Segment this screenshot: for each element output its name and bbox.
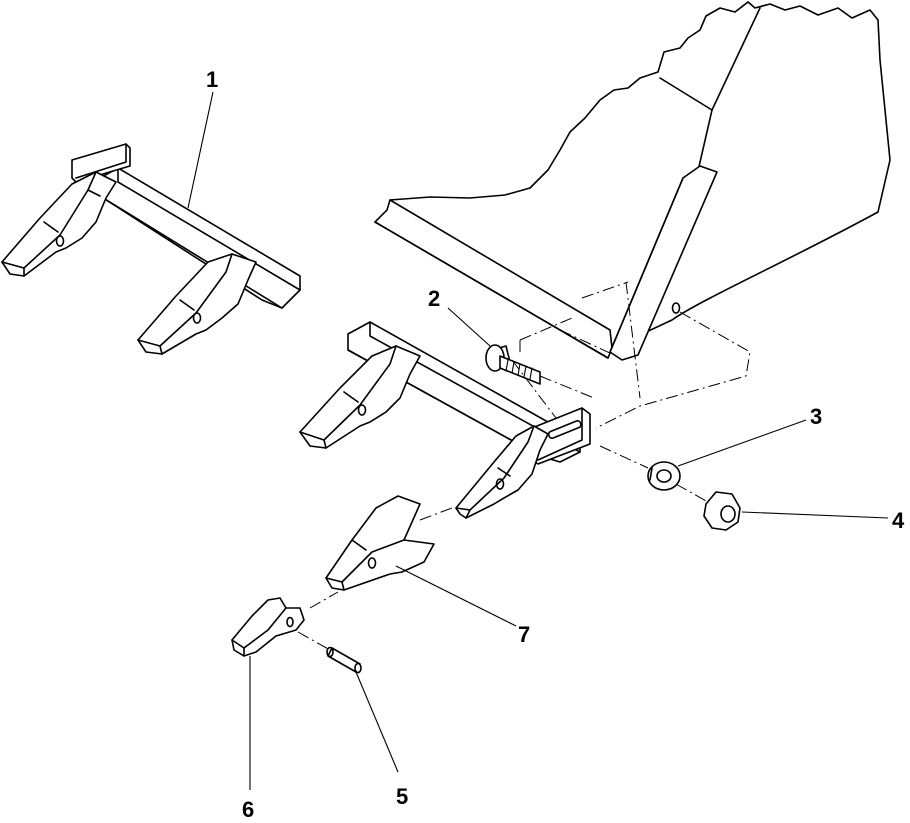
callout-4: 4: [892, 508, 905, 533]
part-7-adapter: 7: [325, 495, 530, 647]
part-5-pin: 5: [326, 646, 408, 809]
assembly-lines: [297, 281, 751, 651]
callout-7: 7: [518, 622, 530, 647]
callout-5: 5: [396, 784, 408, 809]
callout-3: 3: [810, 404, 822, 429]
bucket: [374, 1, 891, 361]
lower-tooth-bar: [299, 321, 591, 519]
callout-6: 6: [242, 797, 254, 822]
part-6-tooth-tip: 6: [231, 597, 305, 822]
callout-1: 1: [206, 67, 218, 92]
part-1-tooth-bar-assembly: 1: [1, 67, 301, 355]
part-3-lock-washer: 3: [647, 404, 822, 491]
part-4-hex-nut: 4: [703, 491, 905, 533]
part-2-bolt: 2: [428, 286, 541, 385]
callout-2: 2: [428, 286, 440, 311]
